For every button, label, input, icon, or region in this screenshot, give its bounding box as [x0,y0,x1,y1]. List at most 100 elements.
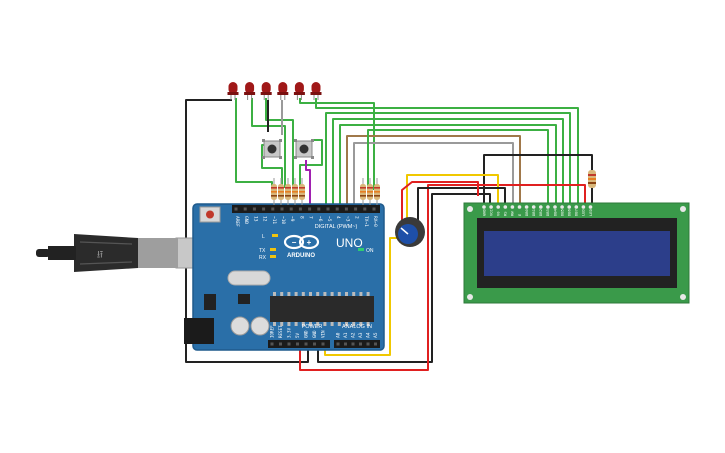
led-tx-label: TX [259,248,266,254]
digital-pin-label: 8 [298,216,304,219]
capacitor-1 [230,316,250,336]
wire-green-lcd-5 [339,124,557,205]
lcd-screen [484,231,670,276]
red-led [244,82,256,100]
lcd-pin-label: DB7 [574,209,579,216]
power-pin-label: GND [312,330,317,338]
digital-pin-label: RX←0 [372,216,378,227]
led-on-indicator [358,248,364,251]
power-pin-label: IOREF [270,325,275,338]
analog-pin-label: A1 [343,332,349,338]
analog-pin-label: A2 [351,332,357,338]
lcd-pin [524,205,529,209]
power-pin-socket [287,342,291,346]
digital-pin-label: AREF [234,216,240,227]
wire-green-lcd-1 [299,98,375,190]
lcd-pin [588,205,593,209]
lcd-pin [567,205,571,209]
push-button-2[interactable] [294,139,314,159]
wire-red-5v [299,184,586,371]
lcd-pin [503,205,508,209]
analog-header [334,340,380,348]
power-pin-label: RESET [278,325,283,338]
lcd-hole-tl [467,206,473,212]
digital-pin-label: ~5 [326,216,332,222]
lcd-pin-label: LED [581,208,586,216]
resistor [278,178,284,205]
lcd-pin-label: DB4 [552,208,557,216]
power-pin-socket [279,342,282,346]
wire-black-ground-left [185,99,309,363]
led-rx-label: RX [259,255,267,261]
wire-red-pot [401,181,479,222]
analog-pin-socket [366,342,370,346]
digital-pin-socket [289,207,293,211]
lcd-pin [482,205,486,209]
brand-label: ARDUINO [287,253,315,259]
analog-pin-socket [344,342,347,346]
resistors [271,178,380,205]
led-l-label: L [262,234,265,240]
usb-icon: ⭿ [97,250,103,261]
analog-pin-socket [374,342,377,346]
digital-pin-socket [354,207,358,211]
resistor [299,178,305,205]
digital-pin-label: TX→1 [363,216,369,227]
power-pin-label: 3.3V [287,327,292,338]
lcd-pin-label: E [517,213,522,216]
digital-pin-socket [252,207,256,211]
digital-pin-socket [308,207,312,211]
reset-button-cap [206,210,214,219]
red-led [293,82,305,100]
lcd-backlight-resistor [588,170,596,188]
digital-pin-socket [344,207,348,211]
lcd-hole-tr [680,206,686,212]
digital-pin-socket [326,207,330,211]
lcd-pin-label: GND [481,208,486,216]
lcd-pin [574,205,579,209]
digital-header-label: DIGITAL (PWM~) [315,224,358,230]
push-button-1[interactable] [262,139,282,159]
lcd-pin [510,205,515,209]
wire-black-pot [417,187,506,220]
potentiometer[interactable] [395,217,425,247]
power-pin-socket [304,342,308,346]
analog-pin-socket [359,342,362,346]
led-rx-indicator [270,255,276,258]
analog-pin-label: A5 [373,332,379,338]
power-pin-socket [296,342,299,346]
arduino-uno-board: L TX RX ON − + ARDUINO UNO DIGITAL (PWM~… [184,203,385,351]
wire-green-led3 [265,98,294,188]
led-tx-indicator [270,248,276,251]
led-l-indicator [272,234,278,237]
digital-pin-socket [372,207,376,211]
lcd-pin [517,205,522,209]
on-label: ON [366,248,374,254]
digital-pin-label: 4 [335,216,341,219]
red-led [310,82,322,100]
lcd-hole-br [680,294,686,300]
lcd-pin-label: LED [588,208,593,216]
capacitor-2 [250,316,270,336]
resistor [374,178,380,205]
lcd-pin [546,205,550,209]
lcd-pin-label: DB2 [538,209,543,216]
wire-black-lcd-top [483,154,593,205]
digital-pin-label: ~9 [289,216,295,222]
analog-pin-label: A3 [358,332,364,338]
lcd-pin-label: DB6 [567,208,572,216]
digital-pin-label: 12 [262,216,268,222]
usb-plug-shroud [138,238,178,268]
red-led [227,82,239,100]
lcd-hole-bl [467,294,473,300]
usb-grip-lines [79,241,133,265]
lcd-pin [489,205,493,209]
digital-pin-label: ~10 [280,216,286,224]
digital-pin-socket [280,207,284,211]
power-header-label: POWER [302,324,323,330]
